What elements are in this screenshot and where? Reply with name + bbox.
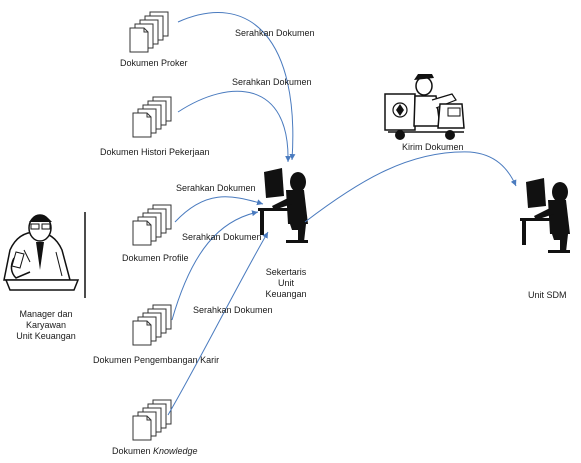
manager-icon [3, 212, 86, 298]
sekretaris-label-line: Unit [277, 278, 294, 288]
doc-knowledge-label-prefix: Dokumen [112, 446, 154, 456]
doc-knowledge-icon [132, 399, 172, 441]
edge-label-serahkan: Serahkan Dokumen [232, 77, 312, 87]
manager-label: Manager dan Karyawan Unit Keuangan [6, 309, 86, 342]
sekretaris-icon [258, 168, 308, 243]
manager-label-line: Manager dan [19, 309, 73, 319]
sekretaris-label: Sekertaris Unit Keuangan [258, 267, 314, 300]
doc-knowledge-label: Dokumen Knowledge [112, 446, 198, 457]
edge-label-serahkan: Serahkan Dokumen [182, 232, 262, 242]
arrow-karir [171, 210, 259, 321]
unit-sdm-label: Unit SDM [528, 290, 567, 300]
edge-label-serahkan: Serahkan Dokumen [176, 183, 256, 193]
doc-proker-label: Dokumen Proker [120, 58, 188, 68]
manager-label-line: Karyawan [25, 320, 67, 330]
sekretaris-label-line: Keuangan [265, 289, 307, 299]
doc-knowledge-label-italic: Knowledge [153, 446, 198, 456]
arrow-kirim [304, 151, 517, 223]
sekretaris-label-line: Sekertaris [265, 267, 307, 277]
doc-proker-icon [129, 11, 169, 53]
doc-karir-label: Dokumen Pengembangan Karir [93, 355, 220, 365]
doc-histori-icon [132, 96, 172, 138]
doc-histori-label: Dokumen Histori Pekerjaan [100, 147, 210, 157]
doc-profile-icon [132, 204, 172, 246]
arrow-histori [177, 90, 292, 163]
edge-label-serahkan: Serahkan Dokumen [235, 28, 315, 38]
doc-karir-icon [132, 304, 172, 346]
doc-profile-label: Dokumen Profile [122, 253, 189, 263]
truck-icon [384, 74, 465, 140]
edge-label-serahkan: Serahkan Dokumen [193, 305, 273, 315]
unit-sdm-icon [520, 178, 570, 253]
arrow-proker [177, 12, 296, 161]
edge-label-kirim: Kirim Dokumen [402, 142, 464, 152]
manager-label-line: Unit Keuangan [16, 331, 76, 341]
arrow-profile [174, 196, 264, 223]
arrow-knowledge [167, 231, 269, 416]
